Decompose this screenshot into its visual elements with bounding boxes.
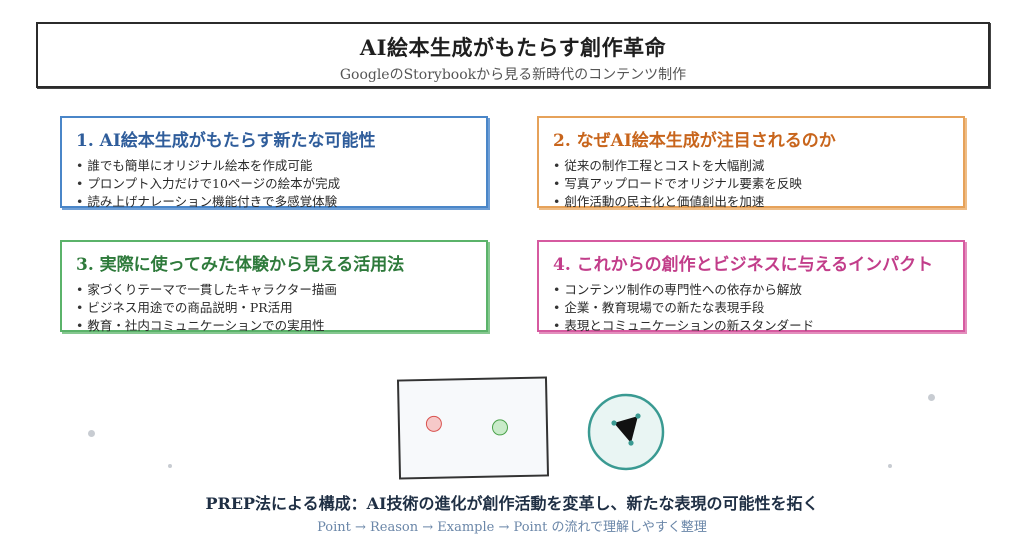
list-item: 表現とコミュニケーションの新スタンダード bbox=[553, 317, 949, 335]
card-title: 1. AI絵本生成がもたらす新たな可能性 bbox=[76, 131, 376, 151]
decor-speck bbox=[88, 430, 95, 437]
header-box: AI絵本生成がもたらす創作革命 GoogleのStorybookから見る新時代の… bbox=[36, 22, 990, 88]
illustration-frame bbox=[396, 376, 550, 480]
list-item: 誰でも簡単にオリジナル絵本を作成可能 bbox=[76, 157, 472, 175]
card-impact: 4. これからの創作とビジネスに与えるインパクト コンテンツ制作の専門性への依存… bbox=[537, 240, 965, 335]
footer-summary: PREP法による構成：AI技術の進化が創作活動を変革し、新たな表現の可能性を拓く bbox=[205, 494, 819, 513]
card-example: 3. 実際に使ってみた体験から見える活用法 家づくりテーマで一貫したキャラクター… bbox=[60, 240, 488, 335]
decor-speck bbox=[888, 464, 892, 468]
list-item: ビジネス用途での商品説明・PR活用 bbox=[76, 299, 472, 317]
list-item: 読み上げナレーション機能付きで多感覚体験 bbox=[76, 193, 472, 211]
list-item: 従来の制作工程とコストを大幅削減 bbox=[553, 157, 949, 175]
decor-speck bbox=[928, 394, 935, 401]
list-item: プロンプト入力だけで10ページの絵本が完成 bbox=[76, 175, 472, 193]
list-item: 教育・社内コミュニケーションでの実用性 bbox=[76, 317, 472, 335]
list-item: 写真アップロードでオリジナル要素を反映 bbox=[553, 175, 949, 193]
list-item: 家づくりテーマで一貫したキャラクター描画 bbox=[76, 281, 472, 299]
page-title: AI絵本生成がもたらす創作革命 bbox=[359, 35, 667, 60]
footer-note: Point → Reason → Example → Point の流れで理解し… bbox=[317, 520, 707, 535]
card-possibility: 1. AI絵本生成がもたらす新たな可能性 誰でも簡単にオリジナル絵本を作成可能 … bbox=[60, 116, 488, 211]
card-list: 誰でも簡単にオリジナル絵本を作成可能 プロンプト入力だけで10ページの絵本が完成… bbox=[76, 157, 472, 211]
compass-icon bbox=[587, 393, 665, 471]
card-list: コンテンツ制作の専門性への依存から解放 企業・教育現場での新たな表現手段 表現と… bbox=[553, 281, 949, 335]
list-item: 企業・教育現場での新たな表現手段 bbox=[553, 299, 949, 317]
red-dot-icon bbox=[425, 415, 443, 432]
green-dot-icon bbox=[491, 419, 509, 436]
page-subtitle: GoogleのStorybookから見る新時代のコンテンツ制作 bbox=[339, 67, 687, 83]
list-item: 創作活動の民主化と価値創出を加速 bbox=[553, 193, 949, 211]
card-list: 家づくりテーマで一貫したキャラクター描画 ビジネス用途での商品説明・PR活用 教… bbox=[76, 281, 472, 335]
card-title: 3. 実際に使ってみた体験から見える活用法 bbox=[76, 255, 405, 275]
card-list: 従来の制作工程とコストを大幅削減 写真アップロードでオリジナル要素を反映 創作活… bbox=[553, 157, 949, 211]
card-title: 2. なぜAI絵本生成が注目されるのか bbox=[553, 131, 836, 151]
card-title: 4. これからの創作とビジネスに与えるインパクト bbox=[553, 255, 934, 275]
list-item: コンテンツ制作の専門性への依存から解放 bbox=[553, 281, 949, 299]
decor-speck bbox=[168, 464, 172, 468]
card-reason: 2. なぜAI絵本生成が注目されるのか 従来の制作工程とコストを大幅削減 写真ア… bbox=[537, 116, 965, 211]
